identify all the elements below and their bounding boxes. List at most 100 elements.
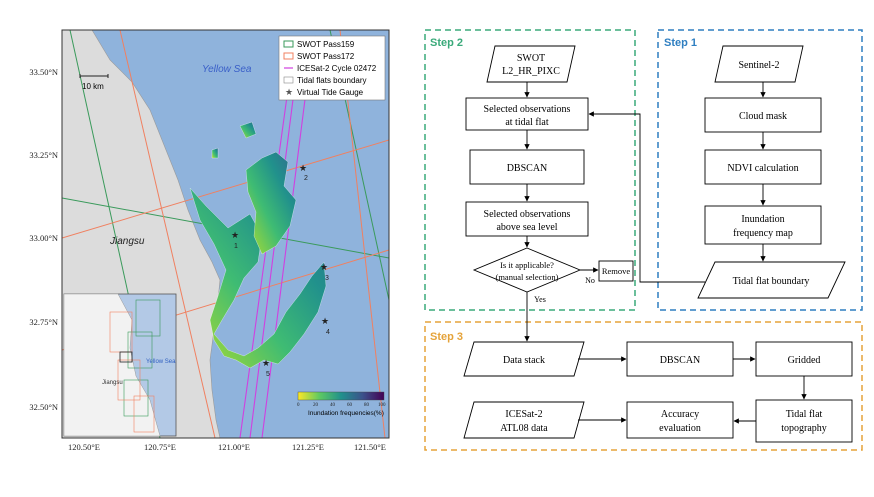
- tidal-flat-boundary-label: Tidal flat boundary: [733, 276, 810, 287]
- icesat2-input-node: [463, 401, 585, 439]
- remove-node: [598, 260, 634, 282]
- no-label: No: [585, 276, 595, 285]
- map-legend: SWOT Pass159 SWOT Pass172 ICESat-2 Cycle…: [278, 35, 386, 101]
- step3-dbscan-label: DBSCAN: [660, 355, 701, 366]
- step3-title: Step 3: [430, 331, 463, 343]
- legend-swatch-pass172: [283, 52, 294, 60]
- data-stack-node: [463, 341, 585, 377]
- selected-at-flat-label-2: at tidal flat: [505, 117, 549, 128]
- gauge-star-icon: ★: [231, 230, 239, 240]
- selected-at-flat-label: Selected observations: [484, 104, 571, 115]
- lon-tick-label: 121.50°E: [354, 442, 386, 452]
- inundation-label: Inundation: [741, 214, 784, 225]
- colorbar-tick: 80: [364, 403, 370, 408]
- above-sea-level-node: [465, 201, 589, 237]
- lat-tick-label: 32.50°N: [29, 402, 58, 412]
- sentinel2-input-node: [714, 45, 804, 83]
- lat-tick-label: 33.50°N: [29, 67, 58, 77]
- gauge-label: 3: [325, 275, 329, 282]
- topography-label-2: topography: [781, 423, 827, 434]
- sentinel2-label: Sentinel-2: [738, 60, 779, 71]
- inset-sea-label: Yellow Sea: [146, 359, 176, 365]
- legend-swatch-boundary: [283, 76, 294, 84]
- colorbar-tick: 0: [297, 403, 300, 408]
- accuracy-node: [626, 401, 734, 439]
- colorbar: 0 20 40 60 80 100 Inundation frequencies…: [297, 391, 386, 417]
- tidal-flats: [189, 121, 327, 369]
- ndvi-label: NDVI calculation: [727, 163, 798, 174]
- legend-star-icon: ★: [285, 87, 293, 97]
- sea-label: Yellow Sea: [202, 64, 252, 75]
- legend-label-boundary: Tidal flats boundary: [297, 76, 367, 85]
- gauge-label: 1: [234, 243, 238, 250]
- gauge-star-icon: ★: [320, 262, 328, 272]
- applicable-decision-node: [472, 247, 582, 293]
- lon-axis: 120.50°E 120.75°E 121.00°E 121.25°E 121.…: [68, 442, 386, 452]
- legend-label-pass172: SWOT Pass172: [297, 52, 355, 61]
- selected-at-flat-node: [465, 97, 589, 131]
- step2-frame: [424, 29, 636, 311]
- tidal-flat-boundary-node: [697, 261, 846, 299]
- lat-axis: 33.50°N 33.25°N 33.00°N 32.75°N 32.50°N: [29, 67, 58, 412]
- above-sea-level-label: Selected observations: [484, 209, 571, 220]
- gauge-label: 2: [304, 175, 308, 182]
- lat-tick-label: 33.25°N: [29, 150, 58, 160]
- step1-title: Step 1: [664, 37, 697, 49]
- topography-node: [755, 399, 853, 443]
- virtual-tide-gauges: ★ 1 ★ 2 ★ 3 ★ 4 ★ 5: [231, 163, 330, 378]
- scale-bar: 10 km: [79, 74, 109, 91]
- gridded-node: [755, 341, 853, 377]
- inundation-map-node: [704, 205, 822, 245]
- lon-tick-label: 121.25°E: [292, 442, 324, 452]
- cloud-mask-label: Cloud mask: [739, 111, 787, 122]
- decision-label-2: (manual selection): [495, 272, 558, 282]
- legend-label-icesat2: ICESat-2 Cycle 02472: [297, 64, 377, 73]
- step3-frame: [424, 321, 863, 451]
- colorbar-tick: 20: [313, 403, 319, 408]
- swot-product-label: L2_HR_PIXC: [502, 66, 560, 77]
- legend-label-gauge: Virtual Tide Gauge: [297, 88, 364, 97]
- above-sea-level-label-2: above sea level: [496, 222, 557, 233]
- remove-label: Remove: [602, 266, 631, 276]
- icesat2-label: ICESat-2: [505, 409, 542, 420]
- step2-title: Step 2: [430, 37, 463, 49]
- icesat2-label-2: ATL08 data: [500, 423, 548, 434]
- colorbar-tick: 60: [347, 403, 353, 408]
- data-stack-label: Data stack: [503, 355, 545, 366]
- accuracy-label: Accuracy: [661, 409, 699, 420]
- map-panel: Yellow Sea Jiangsu SWOT Pass159 SWOT Pas…: [29, 29, 390, 452]
- accuracy-label-2: evaluation: [659, 423, 701, 434]
- gauge-label: 5: [266, 371, 270, 378]
- gauge-label: 4: [326, 329, 330, 336]
- lon-tick-label: 120.50°E: [68, 442, 100, 452]
- legend-label-pass159: SWOT Pass159: [297, 40, 355, 49]
- swot-input-node: [486, 45, 576, 83]
- step1-frame: [657, 29, 863, 311]
- yes-label: Yes: [534, 295, 546, 304]
- colorbar-tick: 40: [330, 403, 336, 408]
- flowchart: Step 2 Step 1 Step 3: [424, 29, 863, 451]
- gauge-star-icon: ★: [299, 163, 307, 173]
- dbscan-label: DBSCAN: [507, 163, 548, 174]
- inundation-label-2: frequency map: [733, 228, 793, 239]
- lon-tick-label: 120.75°E: [144, 442, 176, 452]
- land-label: Jiangsu: [109, 236, 145, 247]
- step3-dbscan-node: [626, 341, 734, 377]
- lat-tick-label: 33.00°N: [29, 233, 58, 243]
- inset-map: Yellow Sea Jiangsu: [63, 293, 177, 437]
- gridded-label: Gridded: [788, 355, 821, 366]
- lon-tick-label: 121.00°E: [218, 442, 250, 452]
- scale-bar-label: 10 km: [82, 82, 104, 91]
- topography-label: Tidal flat: [786, 409, 823, 420]
- colorbar-tick: 100: [378, 403, 386, 408]
- inset-land-label: Jiangsu: [102, 380, 123, 386]
- gauge-star-icon: ★: [262, 358, 270, 368]
- legend-swatch-pass159: [283, 40, 294, 48]
- decision-label: Is it applicable?: [500, 260, 554, 270]
- colorbar-title: Inundation frequencies(%): [308, 410, 384, 417]
- swot-label: SWOT: [517, 53, 545, 64]
- flow-arrows: [524, 82, 807, 424]
- lat-tick-label: 32.75°N: [29, 317, 58, 327]
- gauge-star-icon: ★: [321, 316, 329, 326]
